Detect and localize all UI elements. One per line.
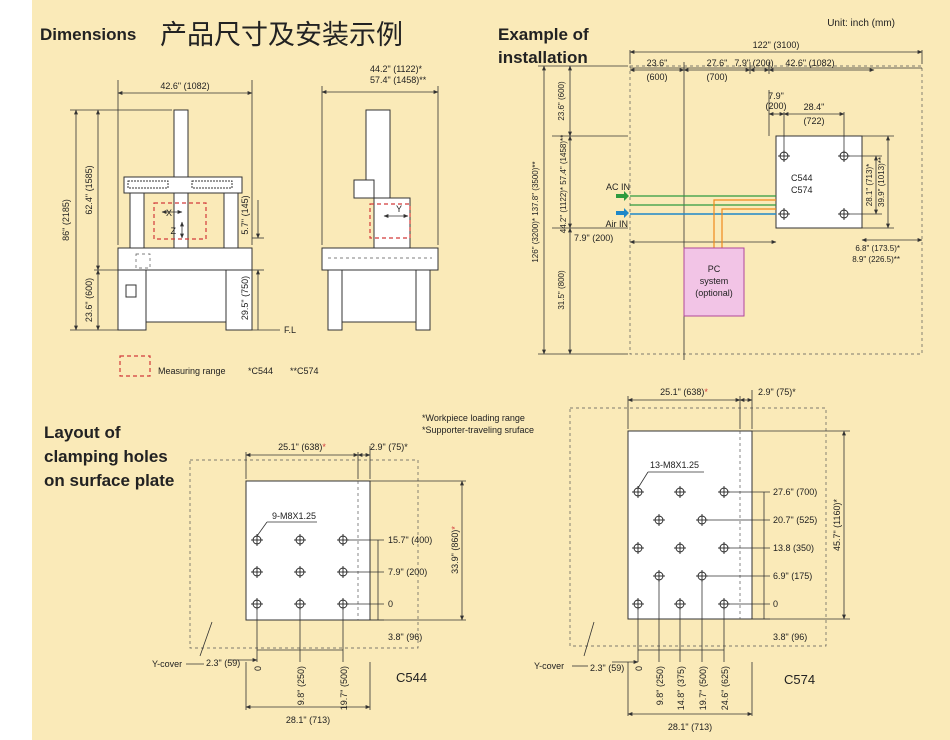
c574-left-offset: 2.3" (59) [590,663,624,673]
install-right-v2: 39.9" (1013)** [877,157,886,207]
c544-left-offset: 2.3" (59) [206,658,240,668]
clamping-note-2: *Supporter-traveling sruface [422,425,534,435]
pc-label-3: (optional) [695,288,733,298]
pc-line-1 [713,199,776,248]
clamping-title-2: clamping holes [44,447,168,466]
y-axis-label: Y [396,204,402,214]
pc-line-2 [721,208,776,248]
install-inner-width: 28.4" [804,102,825,112]
plate-c574: 13-M8X1.25 25.1" (638)* 2.9" (75)* 27.6"… [534,387,850,732]
pc-system-box [683,247,745,317]
height-upper: 62.4" (1585) [84,165,94,214]
clamping-note-1: *Workpiece loading range [422,413,525,423]
measuring-range-swatch [119,355,151,377]
dimensions-diagram: Dimensions 产品尺寸及安装示例 Example of installa… [40,18,923,732]
height-total: 86" (2185) [61,199,71,241]
install-gap-top-mm: (200) [765,101,786,111]
c574-model: C574 [784,672,815,687]
plate-c544: 9-M8X1.25 25.1" (638)* 2.9" (75)* 15.7" … [152,442,466,725]
x-label: X [166,208,172,218]
installation-title: Example of [498,25,589,44]
install-seg3: 7.9" (200) [734,58,773,68]
install-inner-width-mm: (722) [803,116,824,126]
c574-bottom-right: 3.8" (96) [773,632,807,642]
c544-row-1: 15.7" (400) [388,535,432,545]
side-depth-c544: 44.2" (1122)* [370,64,423,74]
c544-holes-label: 9-M8X1.25 [272,511,316,521]
c574-col-5: 24.6" (625) [720,666,730,710]
c544-col-3: 19.7" (500) [339,666,349,710]
c574-row-4: 6.9" (175) [773,571,812,581]
c574-top-right: 2.9" (75)* [758,387,796,397]
dimensions-title: Dimensions [40,25,136,44]
c574-col-2: 9.8" (250) [655,666,665,705]
side-depth-c574: 57.4" (1458)** [370,75,427,85]
installation-title-2: installation [498,48,588,67]
legend-measuring-range: Measuring range [158,366,226,376]
clamping-title-1: Layout of [44,423,121,442]
c544-row-3: 0 [388,599,393,609]
c574-row-5: 0 [773,599,778,609]
c544-model: C544 [396,670,427,685]
z-offset: 5.7" (145) [240,195,250,234]
c544-col-2: 9.8" (250) [296,666,306,705]
c544-row-2: 7.9" (200) [388,567,427,577]
installation-plan: 122" (3100) 23.6" (600) 27.6" (700) 7.9"… [531,40,923,360]
c574-bottom-width: 28.1" (713) [668,722,712,732]
chinese-title: 产品尺寸及安装示例 [160,20,403,50]
fl-label: F.L [284,325,296,335]
install-seg1: 23.6" [647,58,668,68]
clamping-title-3: on surface plate [44,471,174,490]
install-left-top: 23.6" (600) [557,81,566,121]
front-width: 42.6" (1082) [160,81,209,91]
c544-right-height: 33.9" (860)* [450,526,460,574]
c574-holes-label: 13-M8X1.25 [650,460,699,470]
c574-ycover: Y-cover [534,661,564,671]
install-left-mid: 44.2" (1122)* 57.4" (1458)** [559,135,568,233]
c574-row-2: 20.7" (525) [773,515,817,525]
c574-row-1: 27.6" (700) [773,487,817,497]
c574-row-3: 13.8 (350) [773,543,814,553]
install-gap-top: 7.9" [768,91,784,101]
unit-label: Unit: inch (mm) [827,18,895,29]
install-right-h2: 8.9" (226.5)** [852,255,900,264]
install-right-v1: 28.1" (713)* [865,164,874,206]
c544-top-width: 25.1" (638)* [278,442,326,452]
machine-label-2: C574 [791,185,813,195]
ac-in-arrow [616,191,629,201]
ac-in-label: AC IN [606,182,630,192]
z-label: Z [171,226,177,236]
c574-top-width: 25.1" (638)* [660,387,708,397]
c574-col-4: 19.7" (500) [698,666,708,710]
legend-c544: *C544 [248,366,273,376]
install-bottom-left: 7.9" (200) [574,233,613,243]
machine-label-1: C544 [791,173,813,183]
c574-right-height: 45.7" (1160)* [832,498,842,551]
pc-label-1: PC [708,264,721,274]
install-left-bottom: 31.5" (800) [557,270,566,310]
c544-bottom-width: 28.1" (713) [286,715,330,725]
install-seg2: 27.6" [707,58,728,68]
install-left-full: 126" (3200)* 137.8" (3500)** [531,161,540,262]
height-lower: 23.6" (600) [84,278,94,322]
c544-top-right: 2.9" (75)* [370,442,408,452]
c544-ycover: Y-cover [152,659,182,669]
pc-label-2: system [700,276,729,286]
c574-col-1: 0 [634,666,644,671]
air-in-label: Air IN [606,219,629,229]
page-panel: Dimensions 产品尺寸及安装示例 Example of installa… [32,0,950,740]
front-view: X Z 42.6" (1082) 86" (2185) 62.4" (1585)… [61,80,296,335]
install-seg2-mm: (700) [706,72,727,82]
install-seg1-mm: (600) [646,72,667,82]
c574-col-3: 14.8" (375) [676,666,686,710]
table-height: 29.5" (750) [240,276,250,320]
side-view: Y 44.2" (1122)* 57.4" (1458)** [321,64,439,331]
install-right-h1: 6.8" (173.5)* [855,244,900,253]
install-total-width: 122" (3100) [753,40,800,50]
air-in-arrow [616,208,629,218]
install-seg4: 42.6" (1082) [785,58,834,68]
c544-col-1: 0 [253,666,263,671]
legend-c574: **C574 [290,366,319,376]
c544-bottom-right: 3.8" (96) [388,632,422,642]
